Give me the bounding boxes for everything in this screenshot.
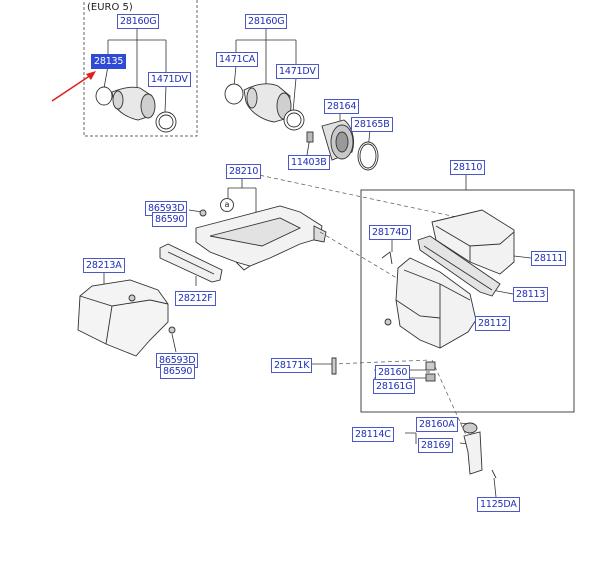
euro5-dashed-box (83, 0, 198, 137)
part-28114C[interactable]: 28114C (352, 427, 394, 442)
part-28174D[interactable]: 28174D (369, 225, 412, 240)
red-arrow (51, 71, 96, 102)
part-28110[interactable]: 28110 (450, 160, 486, 175)
part-28210[interactable]: 28210 (226, 164, 262, 179)
part-28160A[interactable]: 28160A (416, 417, 458, 432)
part-1471DV-euro[interactable]: 1471DV (148, 72, 191, 87)
part-28160[interactable]: 28160 (375, 365, 411, 380)
part-28212F[interactable]: 28212F (175, 291, 216, 306)
cover-drawing (77, 279, 176, 357)
part-28160G[interactable]: 28160G (245, 14, 288, 29)
part-28164[interactable]: 28164 (324, 99, 360, 114)
part-28113[interactable]: 28113 (513, 287, 549, 302)
euro-hose-drawing (95, 86, 177, 133)
cleaner-drawing (331, 209, 515, 479)
part-28111[interactable]: 28111 (531, 251, 567, 266)
part-28161G[interactable]: 28161G (373, 379, 416, 394)
euro-leaders (103, 27, 167, 113)
part-11403B[interactable]: 11403B (288, 155, 330, 170)
part-28165B[interactable]: 28165B (351, 117, 393, 132)
euro5-label: (EURO 5) (87, 2, 133, 13)
hose-leaders (233, 27, 371, 156)
part-28171K[interactable]: 28171K (271, 358, 313, 373)
part-28135-highlighted[interactable]: 28135 (91, 54, 127, 69)
part-28160G-euro[interactable]: 28160G (117, 14, 160, 29)
part-28169[interactable]: 28169 (418, 438, 454, 453)
part-1471DV[interactable]: 1471DV (276, 64, 319, 79)
bubble-a: a (220, 198, 234, 212)
part-86590-a[interactable]: 86590 (152, 212, 188, 227)
duct-drawing (195, 205, 327, 271)
part-1471CA[interactable]: 1471CA (216, 52, 259, 67)
hose-drawing (224, 83, 379, 171)
part-1125DA[interactable]: 1125DA (477, 497, 520, 512)
part-28213A[interactable]: 28213A (83, 258, 125, 273)
air-cleaner-box (360, 189, 575, 413)
strip-drawing (159, 243, 223, 283)
part-28112[interactable]: 28112 (475, 316, 511, 331)
part-86590-b[interactable]: 86590 (160, 364, 196, 379)
